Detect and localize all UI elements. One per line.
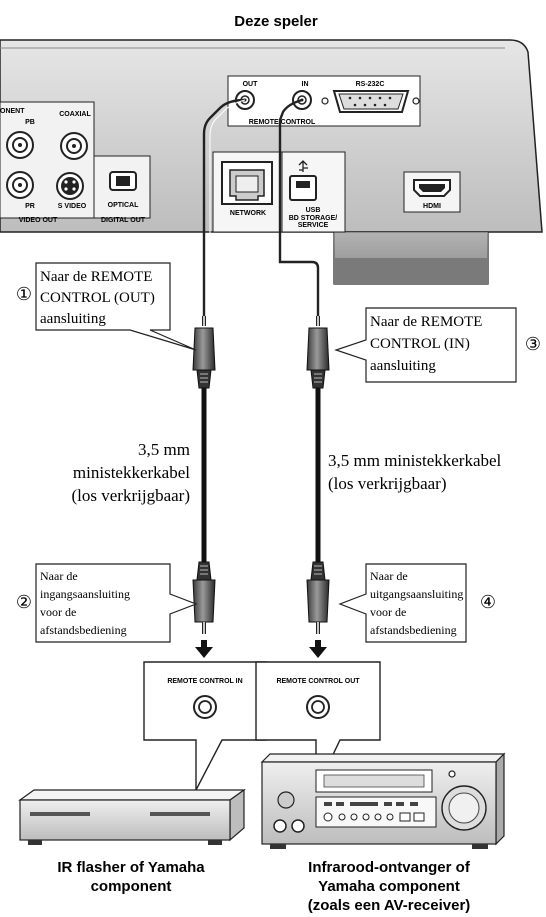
usb-sub1: BD STORAGE/ [289, 215, 338, 222]
optical-port [109, 171, 137, 191]
coaxial-label: COAXIAL [59, 111, 91, 118]
callout-4-line-3: voor de [370, 605, 406, 619]
left-cable-label-3: (los verkrijgbaar) [72, 486, 190, 505]
callout-4: Naar de uitgangsaansluiting voor de afst… [338, 563, 496, 643]
left-upper-plug [192, 316, 216, 389]
remote-control-label: REMOTE CONTROL [249, 119, 316, 126]
callout-3-line-2: CONTROL (IN) [370, 336, 470, 352]
left-jack-label: REMOTE CONTROL IN [167, 678, 242, 685]
callout-3-line-3: aansluiting [370, 358, 436, 374]
callout-2: Naar de ingangsaansluiting voor de afsta… [16, 563, 198, 643]
optical-label: OPTICAL [108, 202, 139, 209]
pr-jack [6, 171, 34, 199]
pr-label: PR [25, 203, 35, 210]
callout-3-number: ③ [525, 334, 541, 354]
remote-control-out-jack [306, 695, 330, 719]
network-label: NETWORK [230, 210, 266, 217]
callout-2-line-1: Naar de [40, 569, 78, 583]
callout-1-line-1: Naar de REMOTE [40, 269, 152, 285]
callout-2-number: ② [16, 592, 32, 612]
callout-4-line-4: afstandsbediening [370, 623, 457, 637]
right-caption-line-1: Infrarood-ontvanger of [308, 859, 471, 876]
left-lower-plug [192, 561, 216, 634]
player-title: Deze speler [234, 13, 318, 30]
component-label: ONENT [0, 108, 25, 115]
right-cable-label-1: 3,5 mm ministekkerkabel [328, 451, 502, 470]
right-down-arrow [309, 640, 327, 658]
player-back-panel: ONENT PB PR COAXIAL S VIDEO VIDEO OUT OP… [0, 39, 543, 285]
left-cable-top [202, 98, 246, 325]
right-jack-label: REMOTE CONTROL OUT [276, 678, 360, 685]
digital-out-label: DIGITAL OUT [101, 217, 146, 224]
rs232c-port [321, 90, 420, 113]
left-jack-panel: REMOTE CONTROL IN [143, 661, 267, 791]
callout-4-number: ④ [480, 592, 496, 612]
left-caption-line-2: component [91, 878, 172, 895]
callout-1: Naar de REMOTE CONTROL (OUT) aansluiting… [16, 262, 197, 351]
callout-3: Naar de REMOTE CONTROL (IN) aansluiting … [334, 307, 541, 383]
remote-control-in-jack [193, 695, 217, 719]
callout-2-line-4: afstandsbediening [40, 623, 127, 637]
callout-2-line-2: ingangsaansluiting [40, 587, 130, 601]
input-knob [277, 791, 295, 809]
left-caption-line-1: IR flasher of Yamaha [57, 859, 205, 876]
callout-1-line-3: aansluiting [40, 311, 106, 327]
right-caption-line-2: Yamaha component [318, 878, 460, 895]
usb-port [289, 160, 317, 201]
av-receiver-device [260, 752, 506, 849]
right-cable-label-2: (los verkrijgbaar) [328, 474, 446, 493]
video-out-label: VIDEO OUT [19, 217, 58, 224]
volume-knob [441, 785, 487, 831]
left-cable-label-1: 3,5 mm [138, 440, 190, 459]
in-label: IN [302, 81, 309, 88]
hdmi-port [403, 171, 461, 213]
svideo-label: S VIDEO [58, 203, 87, 210]
right-upper-plug [306, 316, 330, 389]
right-cable-top [278, 98, 320, 325]
pb-label: PB [25, 119, 35, 126]
hdmi-label: HDMI [423, 203, 441, 210]
right-lower-plug [306, 561, 330, 634]
callout-4-line-2: uitgangsaansluiting [370, 587, 463, 601]
usb-label: USB [306, 207, 321, 214]
left-cable-label-2: ministekkerkabel [73, 463, 190, 482]
callout-3-line-1: Naar de REMOTE [370, 314, 482, 330]
callout-1-number: ① [16, 284, 32, 304]
callout-4-line-1: Naar de [370, 569, 408, 583]
pb-jack [6, 131, 34, 159]
network-port [221, 161, 273, 205]
rs232c-label: RS-232C [356, 81, 385, 88]
svideo-jack [56, 172, 84, 200]
out-label: OUT [243, 81, 259, 88]
right-caption-line-3: (zoals een AV-receiver) [308, 897, 471, 914]
callout-2-line-3: voor de [40, 605, 76, 619]
left-down-arrow [195, 640, 213, 658]
callout-1-line-2: CONTROL (OUT) [40, 290, 155, 306]
usb-sub2: SERVICE [298, 222, 329, 229]
coaxial-jack [60, 132, 88, 160]
ir-flasher-device [18, 788, 246, 845]
